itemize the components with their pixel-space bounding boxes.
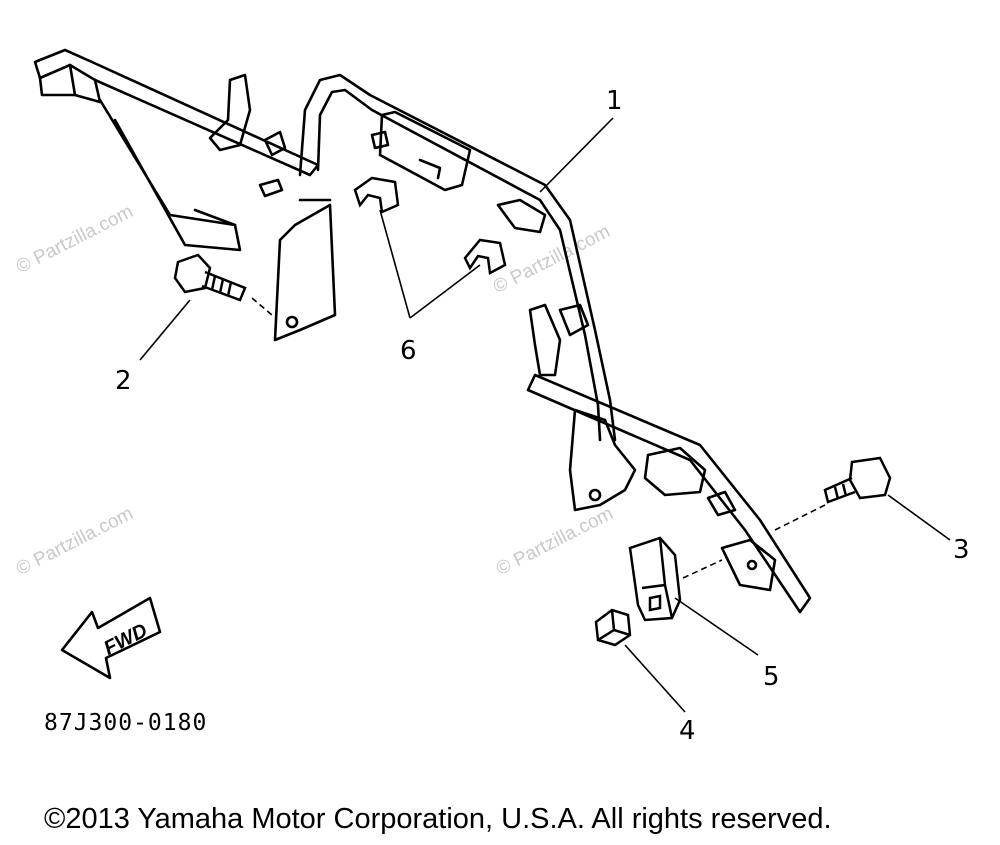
fwd-label: FWD	[100, 620, 151, 660]
frame-main-tube	[298, 73, 617, 442]
callout-5: 5	[763, 662, 780, 692]
frame-upper-arm	[33, 48, 320, 177]
frame-right-bracket	[568, 408, 637, 512]
leader-lines	[139, 117, 951, 713]
part-2-bolt	[173, 253, 247, 302]
callout-3: 3	[953, 535, 970, 565]
diagram-code: 87J300-0180	[44, 710, 208, 736]
part-3-bolt	[823, 456, 892, 504]
frame-right-clamp	[528, 303, 562, 377]
callout-1: 1	[606, 86, 623, 116]
part-5-block	[628, 536, 682, 622]
frame-center-bracket	[273, 203, 337, 342]
frame-top-clamp	[378, 110, 472, 192]
frame-end-plate	[720, 538, 777, 592]
copyright-notice: ©2013 Yamaha Motor Corporation, U.S.A. A…	[44, 803, 832, 835]
callout-6: 6	[400, 336, 417, 366]
callout-4: 4	[679, 716, 696, 746]
fwd-arrow-icon	[60, 596, 162, 680]
frame-left-link	[98, 98, 242, 252]
frame-clamp-left	[208, 73, 252, 152]
callout-2: 2	[115, 366, 132, 396]
part-4-nut	[594, 608, 632, 647]
part-6-clamps	[353, 176, 507, 275]
